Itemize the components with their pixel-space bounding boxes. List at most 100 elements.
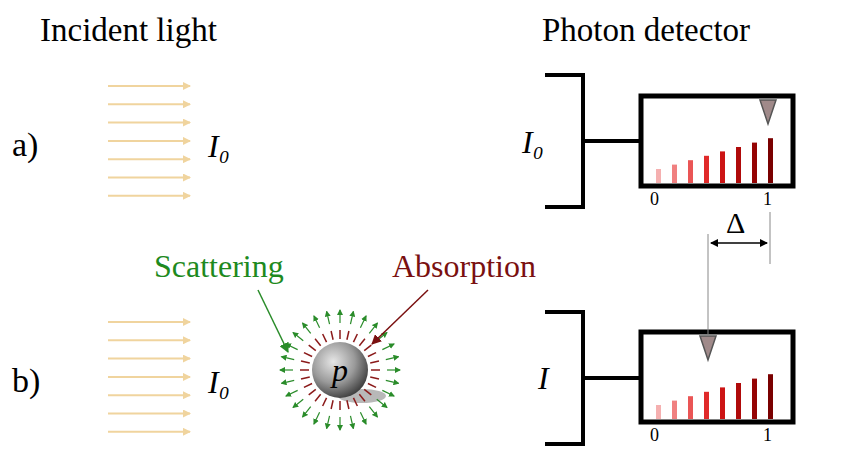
light-ray [108,413,190,415]
absorption-tick [353,398,357,406]
absorption-tick [315,394,321,401]
scattering-arrow [382,390,394,396]
meter-bar [656,405,661,419]
meter-bars [656,374,773,419]
meter-bar [656,169,661,183]
meter-bar [688,396,693,419]
light-ray [108,358,190,360]
meter-pointer [700,336,716,360]
light-ray [108,140,190,142]
scattering-absorption-rays [280,310,400,430]
light-ray [108,158,190,160]
scattering-arrow [386,380,399,383]
delta-label: Δ [726,208,745,238]
absorption-tick [301,377,310,379]
scattering-arrow [360,412,366,424]
absorption-tick [364,389,371,395]
meter-bar [720,387,725,419]
meter-bar [688,160,693,183]
delta-arrow [711,242,767,244]
scattering-arrow [327,416,330,429]
scattering-arrow [286,344,298,350]
absorption-tick [304,383,312,387]
panel-label: b) [12,364,40,398]
absorption-tick [300,369,309,371]
light-ray [108,103,190,105]
scattering-arrow [286,390,298,396]
meter-box [641,332,793,422]
scattering-arrow [303,323,311,333]
heading: Photon detector [542,14,750,47]
scattering-arrow [360,316,366,328]
detector-bracket [545,75,640,207]
meter-bar [704,156,709,183]
leader-line [258,290,288,352]
scattering-arrow [350,312,353,325]
meter-bars [656,138,773,183]
scattering-arrow [293,399,303,407]
intensity-label: I₀ [522,126,544,158]
absorption-tick [370,361,379,363]
light-ray [108,85,190,87]
absorption-tick [370,377,379,379]
light-ray [108,339,190,341]
absorption-tick [323,334,327,342]
incident-light-arrows [108,86,190,196]
scale-number: 1 [763,190,772,208]
meter-bar [704,392,709,419]
intensity-label: I₀ [208,130,230,162]
absorption-tick [331,400,333,409]
light-ray [108,177,190,179]
absorption-tick [347,400,349,409]
absorption-tick [347,331,349,340]
panel-label: a) [12,128,38,162]
absorption-tick [309,389,316,395]
meter-bar [720,151,725,183]
absorption-tick [323,398,327,406]
scattering-arrow [314,412,320,424]
light-ray [108,122,190,124]
absorption-tick [304,353,312,357]
particle-label: p [310,340,370,400]
scattering-arrow [339,310,340,323]
intensity-label: I₀ [208,366,230,398]
scattering-arrow [282,357,295,360]
scattering-arrow [339,417,340,430]
meter-pointer [760,100,776,124]
absorption-tick [368,353,376,357]
meter-bar [736,147,741,183]
scattering-arrow [369,407,377,417]
scattering-arrow [350,416,353,429]
absorption-tick [359,394,365,401]
light-ray [108,195,190,197]
absorption-tick [353,334,357,342]
scattering-arrow [382,344,394,350]
absorption-tick [331,331,333,340]
light-ray [108,376,190,378]
light-ray [108,394,190,396]
meter-bar [672,165,677,183]
meter-bar [672,401,677,419]
absorption-tick [309,345,316,351]
meter-box [641,96,793,186]
absorption-tick [339,401,341,410]
guide-line [708,234,709,334]
scattering-arrow [303,407,311,417]
scattering-arrow [314,316,320,328]
meter-bar [752,143,757,183]
scattering-label: Scattering [154,250,284,282]
scattering-arrow [293,333,303,341]
scattering-arrow [387,369,400,370]
scattering-arrow [280,369,293,370]
light-ray [108,431,190,433]
meter-bar [736,383,741,419]
scale-number: 0 [650,190,659,208]
scattering-arrow [282,380,295,383]
scattering-arrow [327,312,330,325]
intensity-label: I [538,362,549,394]
guide-line [770,212,771,264]
absorption-tick [371,369,380,371]
meter-bar [768,138,773,183]
meter-bar [768,374,773,419]
